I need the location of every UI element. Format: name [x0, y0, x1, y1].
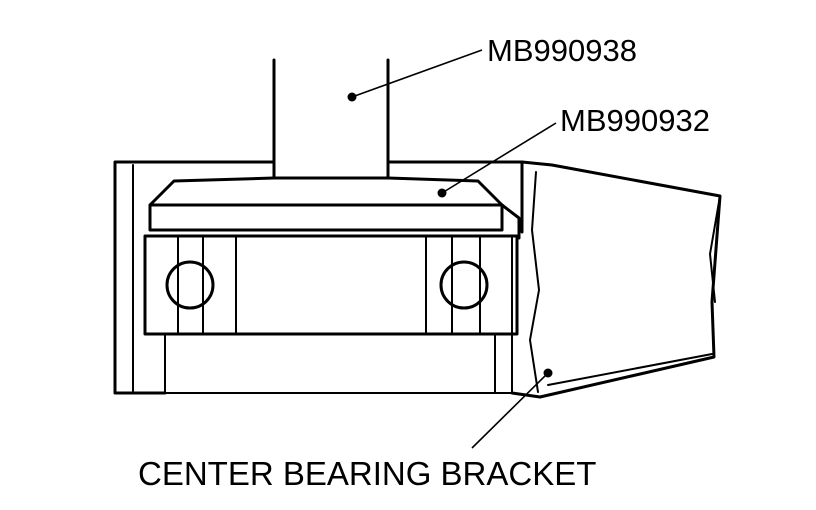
installer-plate-mb990932	[148, 176, 521, 240]
bracket-arm	[510, 160, 722, 399]
ball-right	[439, 260, 489, 310]
ball-left	[165, 260, 215, 310]
installer-tool-mb990938	[272, 58, 390, 180]
label-mb990932: MB990932	[560, 103, 710, 138]
dot-mb990932	[437, 188, 447, 198]
leaders	[347, 49, 557, 449]
center-bearing	[143, 234, 519, 394]
dot-bracket	[543, 368, 553, 378]
bracket-housing	[113, 160, 524, 395]
dot-mb990938	[347, 92, 357, 102]
label-center-bearing-bracket: CENTER BEARING BRACKET	[138, 455, 596, 492]
label-mb990938: MB990938	[487, 33, 637, 68]
